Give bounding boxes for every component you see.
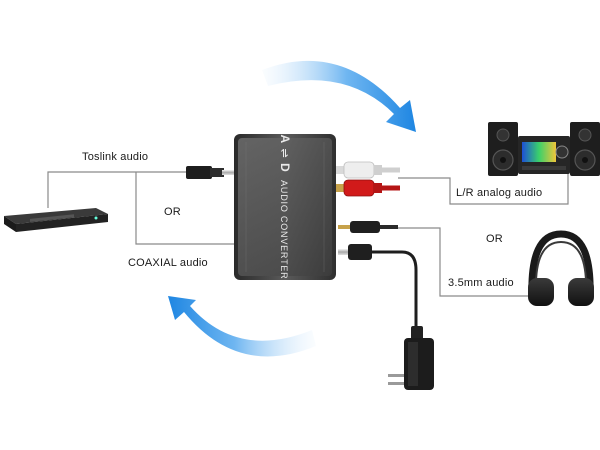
- rca-white-plug: [336, 161, 400, 179]
- device-symbol-d: D: [278, 163, 292, 173]
- mm35-plug: [338, 221, 398, 233]
- speaker-system-icon: [488, 122, 600, 176]
- audio-converter-device: [234, 134, 336, 280]
- coaxial-label: COAXIAL audio: [128, 257, 208, 269]
- dvd-player-icon: [4, 208, 108, 232]
- device-symbol-arrows: ⇌: [278, 148, 290, 159]
- connection-wires: [47, 171, 569, 297]
- power-adapter-icon: [388, 326, 434, 390]
- lr-analog-label: L/R analog audio: [456, 187, 543, 199]
- curved-arrow-icon: [168, 296, 316, 357]
- mm35-label: 3.5mm audio: [448, 277, 514, 289]
- device-name: AUDIO CONVERTER: [279, 180, 289, 280]
- curved-arrow-icon: [262, 60, 416, 132]
- or-label-right: OR: [486, 233, 503, 245]
- usb-power-cable: [338, 244, 418, 340]
- device-symbol-a: A: [278, 134, 292, 145]
- headphones-icon: [528, 230, 594, 306]
- rca-red-plug: [336, 179, 400, 197]
- toslink-label: Toslink audio: [82, 151, 149, 163]
- toslink-plug: [186, 166, 236, 179]
- or-label-left: OR: [164, 206, 181, 218]
